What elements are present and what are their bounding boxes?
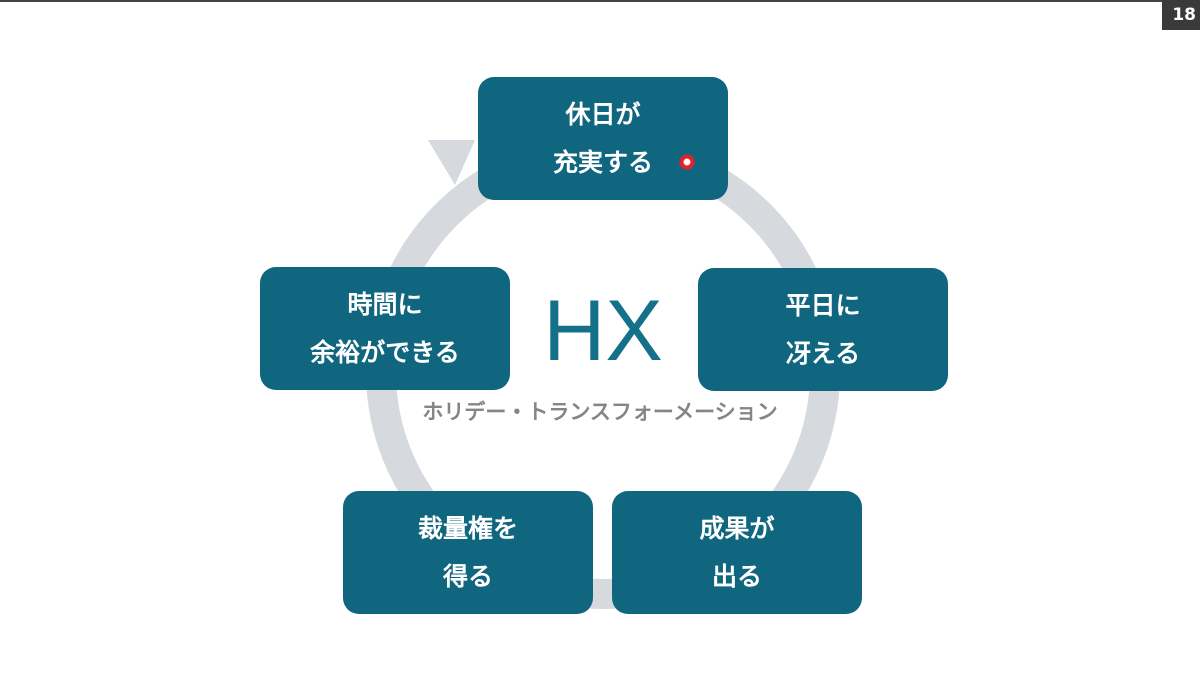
cycle-step-3: 成果が 出る bbox=[612, 491, 862, 614]
laser-pointer-icon bbox=[679, 154, 695, 170]
step-line2: 出る bbox=[711, 561, 762, 591]
cycle-step-1: 休日が 充実する bbox=[478, 77, 728, 200]
step-line1: 休日が bbox=[565, 99, 641, 129]
cycle-step-5: 時間に 余裕ができる bbox=[260, 267, 510, 390]
step-line1: 平日に bbox=[785, 290, 861, 320]
step-line1: 時間に bbox=[347, 289, 423, 319]
step-line1: 裁量権を bbox=[417, 513, 518, 543]
center-subtitle: ホリデー・トランスフォーメーション bbox=[422, 400, 778, 424]
step-line2: 得る bbox=[442, 561, 493, 591]
cycle-step-4: 裁量権を 得る bbox=[343, 491, 593, 614]
step-line1: 成果が bbox=[699, 513, 775, 543]
top-border bbox=[0, 0, 1200, 2]
center-title: HX bbox=[543, 283, 663, 379]
step-line2: 冴える bbox=[785, 338, 861, 368]
page-number: 18 bbox=[1162, 0, 1200, 30]
cycle-step-2: 平日に 冴える bbox=[698, 268, 948, 391]
cycle-arrowhead-icon bbox=[428, 140, 475, 185]
step-line2: 余裕ができる bbox=[310, 337, 460, 367]
step-line2: 充実する bbox=[552, 147, 653, 177]
